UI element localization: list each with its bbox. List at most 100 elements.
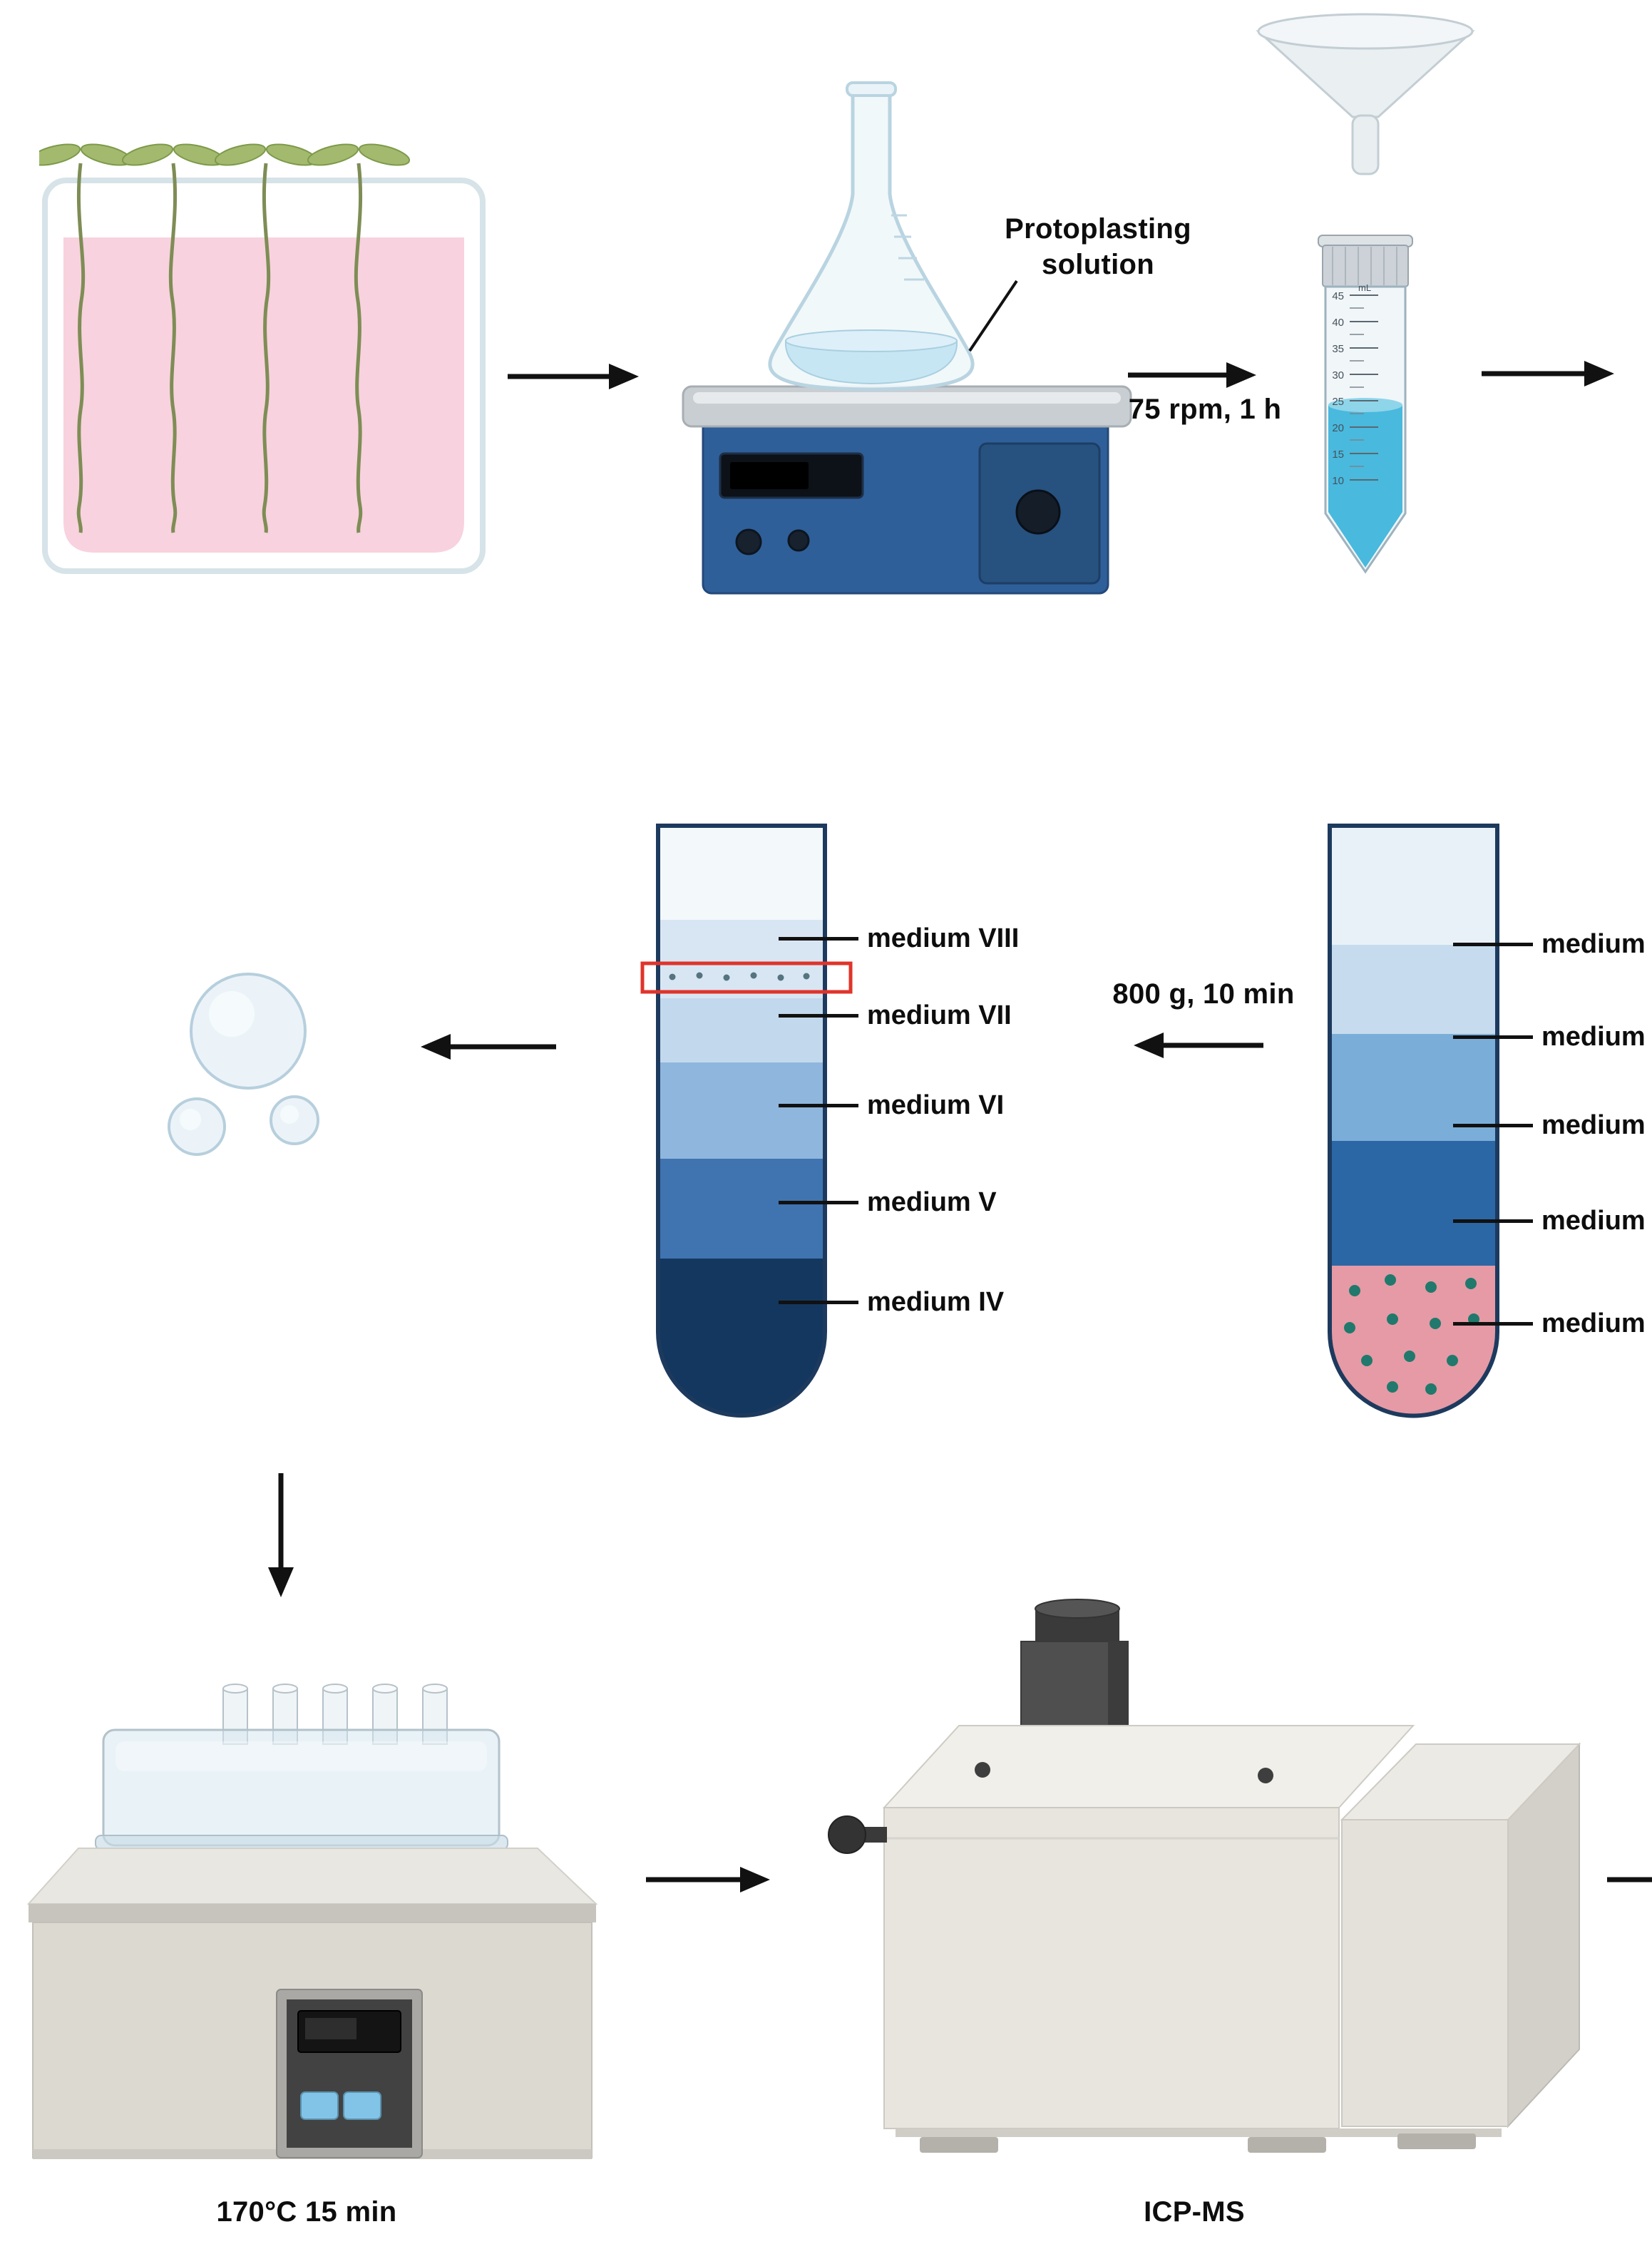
graduation-unit: mL <box>1358 282 1371 293</box>
medium-band <box>1330 1034 1497 1141</box>
medium-label-row: medium IV <box>779 1287 1004 1317</box>
arrow-right-icon <box>1128 362 1256 388</box>
graduation-value: 25 <box>1332 396 1344 408</box>
label-tick-line <box>1453 942 1533 946</box>
tray-solution <box>63 237 464 553</box>
medium-band <box>658 1062 825 1159</box>
bath-control-panel <box>276 1989 423 2158</box>
stirrer-flask-illustration <box>682 81 1132 595</box>
label-tick-line <box>1453 1035 1533 1039</box>
medium-label: medium <box>1541 1110 1646 1140</box>
graduation-value: 30 <box>1332 369 1344 381</box>
arrow-right-icon <box>1607 1877 1652 1882</box>
label-tick-line <box>779 936 858 941</box>
arrow-right-icon <box>508 364 639 389</box>
graduation-value: 20 <box>1332 422 1344 434</box>
funnel-tube-illustration: mL 45 40 35 30 25 20 15 <box>1256 13 1475 574</box>
screw-dot <box>1258 1768 1273 1783</box>
label-tick-line <box>779 1200 858 1204</box>
medium-label: medium <box>1541 928 1646 959</box>
medium-band <box>658 826 825 920</box>
medium-band <box>658 1259 825 1415</box>
icpms-instrument <box>828 1599 1581 2153</box>
side-knob <box>828 1815 866 1854</box>
medium-band <box>1330 945 1497 1034</box>
medium-label-row: medium VI <box>779 1090 1004 1120</box>
stirrer-knob <box>787 529 810 552</box>
arrow-left-icon <box>1134 1033 1263 1058</box>
tube-cap <box>1322 245 1409 287</box>
bath-button <box>300 2091 339 2120</box>
seedling <box>214 143 318 533</box>
arrow-left-icon <box>421 1034 556 1060</box>
medium-label-row: medium <box>1453 1110 1646 1140</box>
centrifugation-label: 800 g, 10 min <box>1112 978 1295 1010</box>
medium-band <box>1330 1141 1497 1266</box>
torch-cap <box>1035 1599 1120 1619</box>
medium-label-row: medium <box>1453 1308 1646 1338</box>
label-tick-line <box>1453 1219 1533 1223</box>
label-tick-line <box>779 1013 858 1018</box>
medium-band <box>658 920 825 998</box>
medium-label: medium V <box>867 1187 997 1217</box>
conical-tube: mL 45 40 35 30 25 20 15 <box>1318 235 1413 574</box>
medium-label: medium <box>1541 1205 1646 1236</box>
screw-dot <box>975 1762 990 1778</box>
medium-label: medium VIII <box>867 923 1020 953</box>
medium-band <box>1330 826 1497 945</box>
flask-label: Protoplasting solution <box>1005 213 1191 280</box>
graduation-value: 15 <box>1332 449 1344 461</box>
shaking-label: 75 rpm, 1 h <box>1128 394 1282 425</box>
instrument-top <box>882 1725 1415 1808</box>
water-bath-illustration <box>26 1684 598 2159</box>
medium-label: medium VII <box>867 1000 1012 1030</box>
arrow-down-icon <box>268 1473 294 1597</box>
seedling-tray-illustration <box>39 143 486 574</box>
medium-label-row: medium <box>1453 929 1646 959</box>
density-tube-after <box>656 824 827 1418</box>
stirrer-knob <box>735 528 762 555</box>
erlenmeyer-flask <box>768 81 975 391</box>
icpms-illustration <box>828 1599 1581 2153</box>
medium-band <box>658 1159 825 1259</box>
protoplast-cell <box>190 973 307 1090</box>
graduation-value: 45 <box>1332 290 1344 302</box>
seedling <box>121 143 225 533</box>
flask-label-pointer-line <box>968 280 1018 352</box>
graduation-value: 35 <box>1332 343 1344 355</box>
seedling <box>307 143 411 533</box>
instrument-front <box>883 1807 1340 2129</box>
protoplast-band-dots <box>669 972 810 981</box>
medium-label-row: medium <box>1453 1022 1646 1052</box>
density-tube-before <box>1328 824 1499 1418</box>
arrow-right-icon <box>1482 361 1614 386</box>
stirrer-speed-knob <box>1015 489 1061 535</box>
tube-liquid <box>1328 405 1402 568</box>
transparent-lid <box>95 1728 508 1850</box>
medium-label-row: medium <box>1453 1206 1646 1236</box>
instrument-label: ICP-MS <box>1144 2196 1245 2228</box>
label-tick-line <box>1453 1321 1533 1326</box>
medium-label: medium VI <box>867 1090 1005 1120</box>
highlight-box <box>640 961 853 994</box>
seedling <box>39 143 133 533</box>
label-tick-line <box>779 1103 858 1107</box>
bath-button <box>343 2091 381 2120</box>
graduation-value: 10 <box>1332 475 1344 487</box>
medium-label: medium IV <box>867 1286 1005 1317</box>
medium-label-row: medium VII <box>779 1000 1012 1030</box>
medium-label: medium <box>1541 1021 1646 1052</box>
protoplasts-illustration <box>168 973 319 1156</box>
medium-label-row: medium VIII <box>779 923 1019 953</box>
label-tick-line <box>1453 1123 1533 1127</box>
funnel-icon <box>1256 13 1475 175</box>
medium-band <box>658 998 825 1062</box>
label-tick-line <box>779 1300 858 1304</box>
cell-dots <box>1344 1274 1479 1395</box>
tube-graduations: mL 45 40 35 30 25 20 15 <box>1332 282 1378 487</box>
graduation-value: 40 <box>1332 317 1344 329</box>
arrow-right-icon <box>646 1867 770 1892</box>
medium-label: medium <box>1541 1308 1646 1338</box>
digestion-label: 170°C 15 min <box>216 2196 397 2228</box>
